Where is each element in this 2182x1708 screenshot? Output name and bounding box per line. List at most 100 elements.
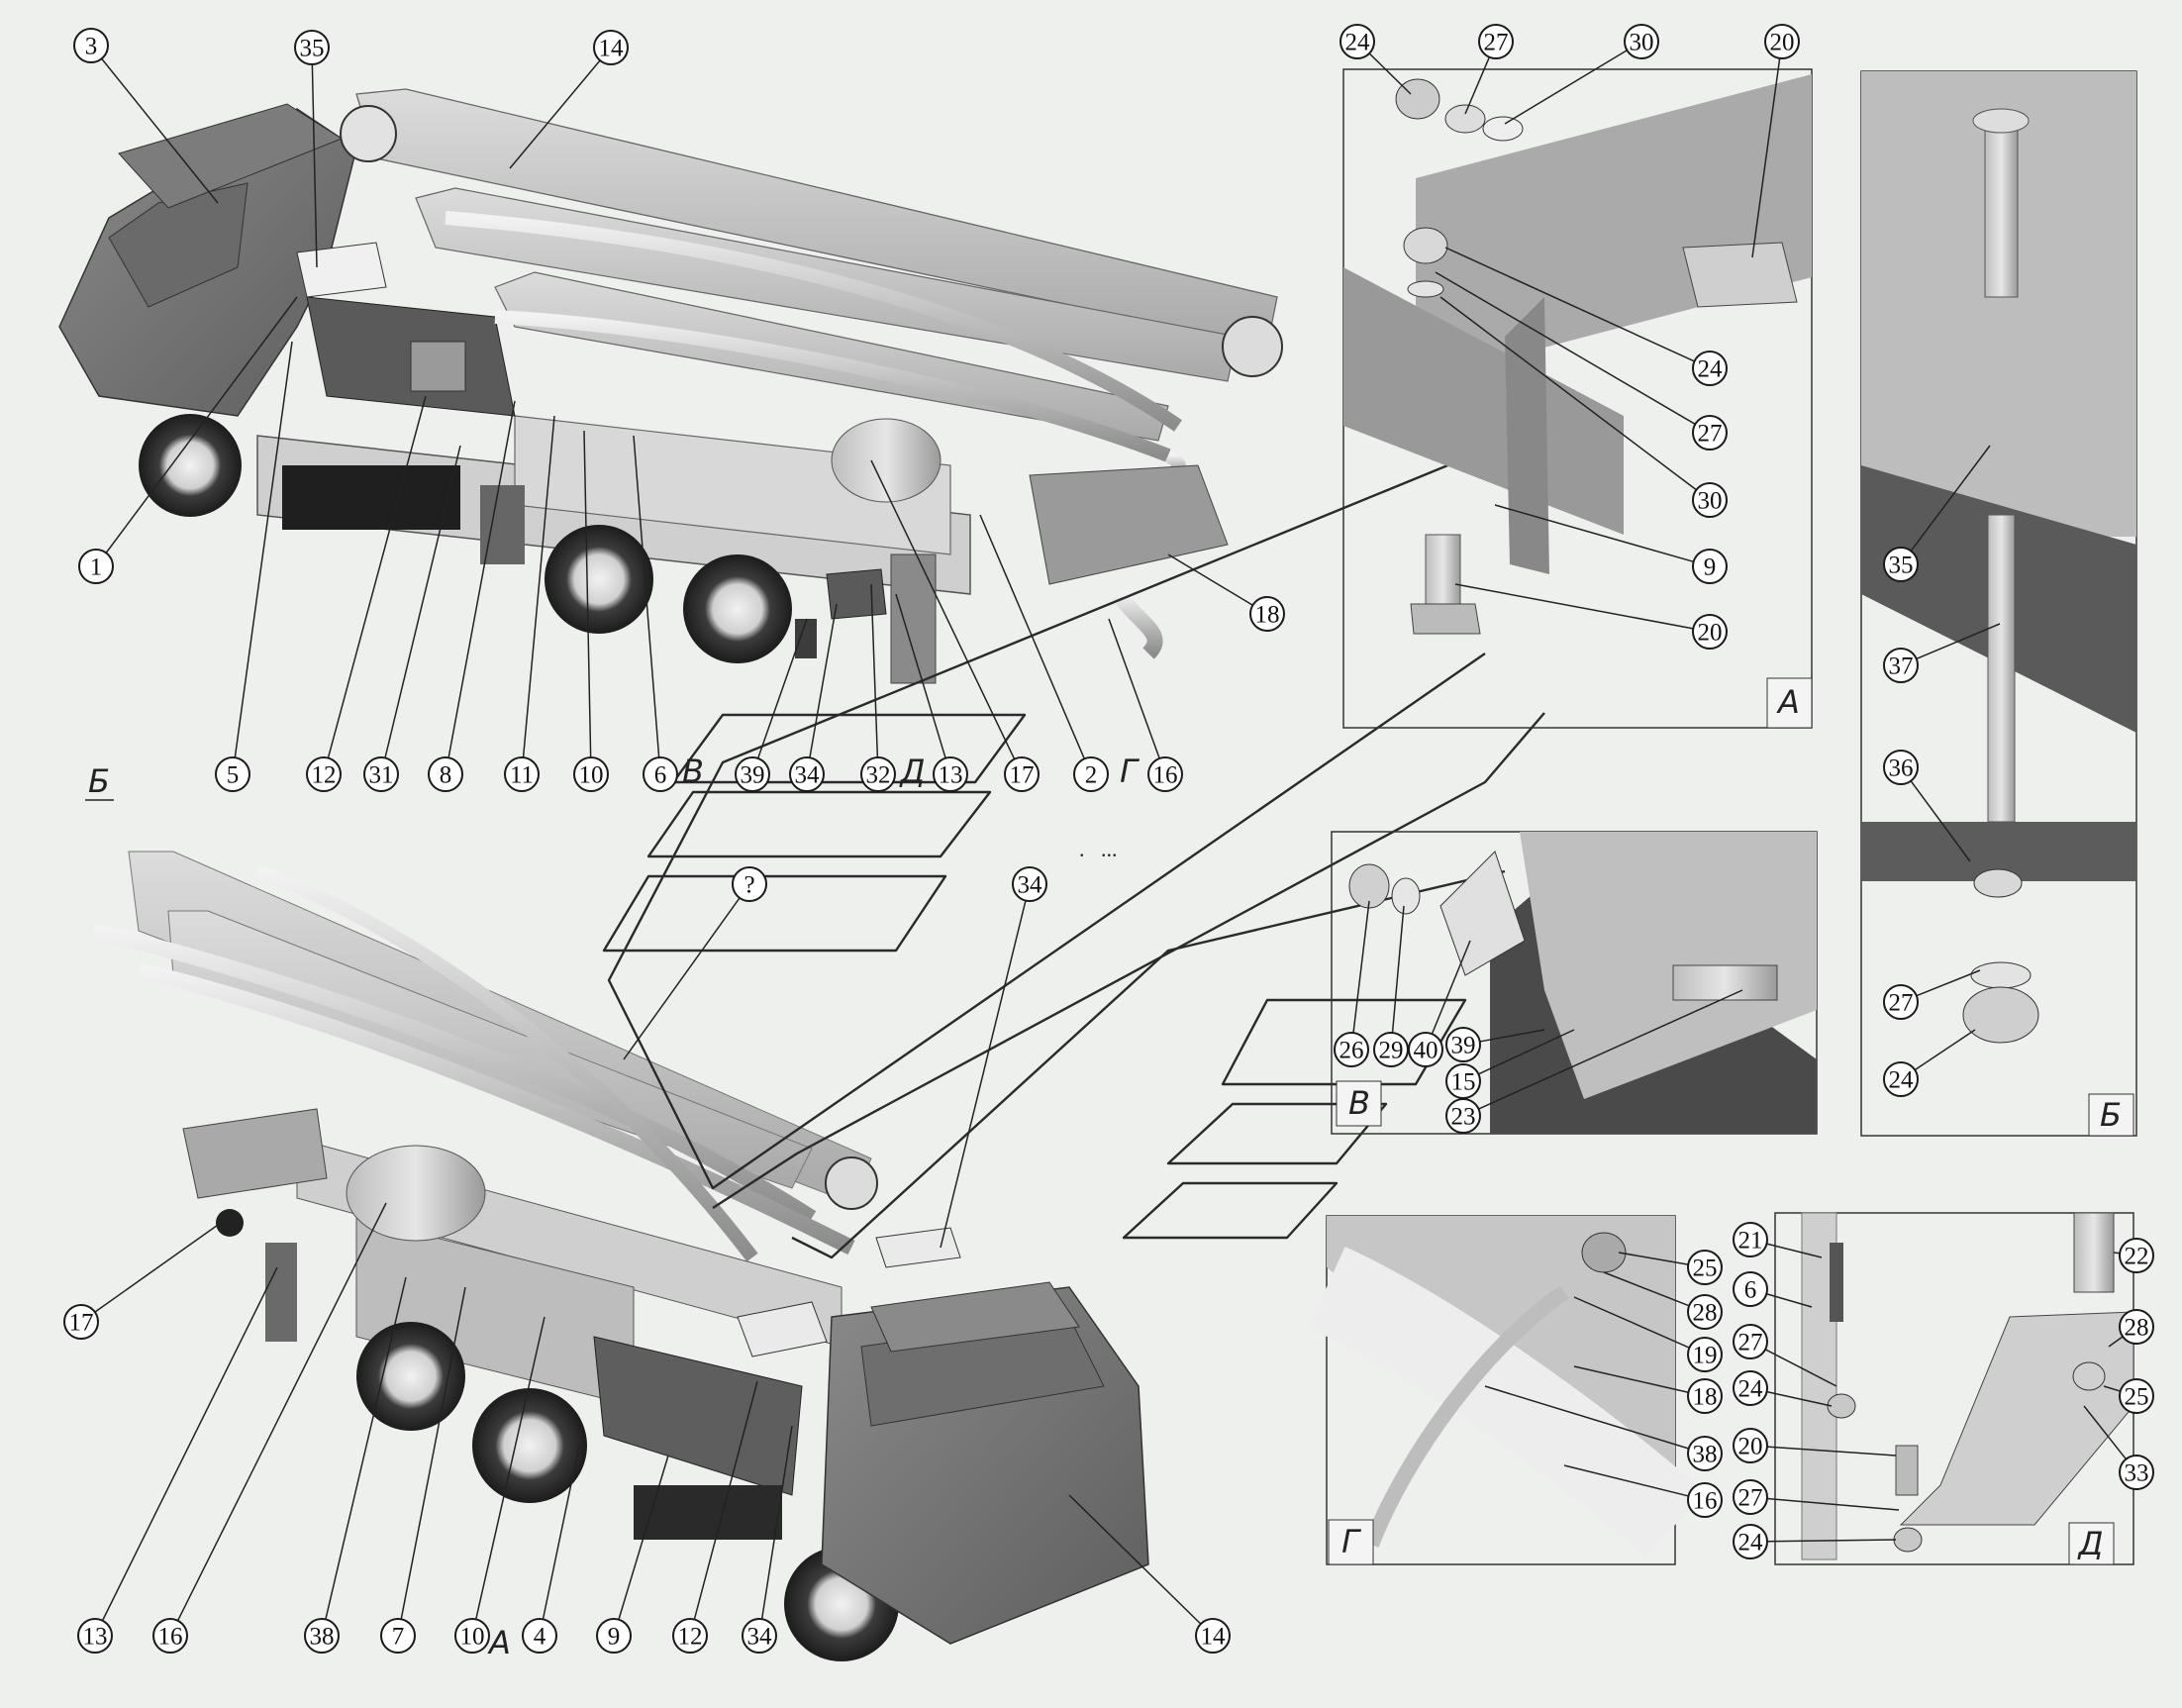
callout-leader-line (870, 583, 879, 758)
callout-leader-line (1504, 50, 1628, 125)
callout-leader-line (1478, 1029, 1575, 1075)
bottom-view-mark-A: А (487, 1624, 511, 1661)
detail-D-nut-bottom (1893, 1527, 1923, 1553)
callout-leader-line (809, 603, 838, 758)
top-truck-concrete-pipe-2 (494, 310, 1171, 462)
callout-circle (1687, 1482, 1723, 1518)
callout-circle (504, 756, 540, 792)
callout-detail-V-5: 23 (1445, 989, 1743, 1134)
callout-detail-D-9: 25 (2103, 1378, 2154, 1414)
callout-number: 31 (369, 762, 394, 789)
callout-detail-B-3: 27 (1883, 969, 1981, 1020)
top-truck-bracket (826, 568, 887, 620)
callout-number: 35 (1889, 553, 1914, 579)
ribbon-guide-6 (1122, 1181, 1339, 1240)
callout-circle (593, 30, 629, 65)
callout-main-bottom-11: 34 (742, 1425, 793, 1654)
detail-B-pin-head (1984, 118, 2019, 298)
callout-circle (742, 1618, 777, 1654)
callout-number: 26 (1339, 1038, 1364, 1064)
callout-detail-A-7: 9 (1494, 504, 1728, 584)
callout-leader-line (1603, 1271, 1690, 1307)
callout-detail-A-3: 20 (1751, 24, 1800, 258)
callout-leader-line (509, 59, 601, 169)
detail-A-beam-bottom (1343, 267, 1624, 535)
detail-B-pin-cap (1972, 108, 2030, 134)
detail-G-view-letter: Г (1341, 1523, 1361, 1560)
detail-D-bolt-small (1830, 1243, 1843, 1322)
callout-circle (2119, 1378, 2154, 1414)
detail-D-letter-box (2068, 1522, 2115, 1565)
callout-circle (732, 866, 767, 902)
callout-leader-line (1479, 1029, 1545, 1043)
callout-leader-line (325, 1276, 407, 1620)
callout-number: 7 (392, 1624, 405, 1651)
callout-circle (1249, 596, 1285, 632)
detail-D-bolt-lower (1895, 1445, 1919, 1496)
callout-leader-line (1916, 623, 2001, 660)
callout-detail-G-1: 28 (1603, 1271, 1723, 1330)
callout-main-top-14: 13 (895, 593, 968, 792)
callout-detail-A-2: 30 (1504, 24, 1659, 125)
detail-G-u-bolt (1363, 1285, 1569, 1548)
callout-detail-V-1: 29 (1373, 905, 1409, 1067)
callout-circle (152, 1618, 188, 1654)
callout-detail-D-1: 6 (1733, 1271, 1813, 1308)
callout-circle (522, 1618, 557, 1654)
callout-detail-G-3: 18 (1573, 1365, 1723, 1414)
callout-number: 9 (1704, 554, 1717, 581)
ribbon-guide-1 (671, 713, 1027, 784)
callout-main-top-1: 35 (294, 30, 330, 268)
top-truck-hopper (1029, 464, 1229, 585)
callout-main-bottom-10: 12 (672, 1380, 758, 1654)
detail-G-pipe (1308, 1247, 1705, 1558)
callout-circle (77, 1618, 113, 1654)
detail-D-nut-left (1827, 1393, 1856, 1419)
callout-leader-line (1439, 296, 1697, 491)
callout-circle (1195, 1618, 1231, 1654)
callout-detail-B-2: 36 (1883, 750, 1971, 862)
detail-A-letter-box (1766, 677, 1813, 729)
callout-leader-line (895, 593, 946, 758)
callout-number: 38 (1693, 1442, 1718, 1468)
callout-number: 5 (227, 762, 240, 789)
top-truck-outlet-pipe (1112, 589, 1163, 659)
bottom-truck-wheel-rear-1 (356, 1322, 465, 1431)
top-truck-side-panel (514, 415, 951, 555)
callout-number: 18 (1693, 1384, 1718, 1411)
callout-circle (1733, 1524, 1768, 1559)
callout-circle (1883, 750, 1919, 785)
callout-detail-D-0: 21 (1733, 1222, 1823, 1258)
callout-leader-line (1108, 618, 1160, 759)
callout-leader-line (475, 1316, 546, 1620)
bottom-truck-hopper-gear (216, 1209, 244, 1237)
bottom-truck-mount-plate-2 (875, 1227, 961, 1268)
callout-number: 24 (1698, 356, 1724, 383)
ribbon-line-G (791, 869, 1506, 1259)
callout-number: 28 (1693, 1300, 1718, 1327)
callout-circle (363, 756, 399, 792)
callout-leader-line (1766, 1390, 1833, 1407)
callout-leader-line (234, 341, 293, 758)
callout-number: 19 (1693, 1343, 1718, 1369)
callout-number: 20 (1698, 620, 1723, 647)
ribbon-guide-4 (1221, 998, 1467, 1086)
callout-leader-line (1766, 1293, 1813, 1308)
callout-number: 6 (654, 762, 667, 789)
callout-circle (1073, 756, 1109, 792)
callout-circle (1883, 984, 1919, 1020)
callout-circle (643, 756, 678, 792)
callout-leader-line (633, 435, 660, 758)
top-view-mark-D: Д (899, 753, 926, 790)
callout-circle (1692, 549, 1728, 584)
callout-leader-line (101, 1266, 278, 1622)
callout-number: 15 (1451, 1069, 1476, 1096)
bottom-truck-illustration (92, 851, 1149, 1661)
bottom-truck-pump-block (593, 1336, 803, 1496)
callout-number: 13 (939, 762, 963, 789)
callout-number: 18 (1255, 602, 1280, 629)
ribbon-guide-3 (602, 874, 947, 953)
callout-circle (1445, 1027, 1481, 1062)
callout-circle (2119, 1455, 2154, 1490)
